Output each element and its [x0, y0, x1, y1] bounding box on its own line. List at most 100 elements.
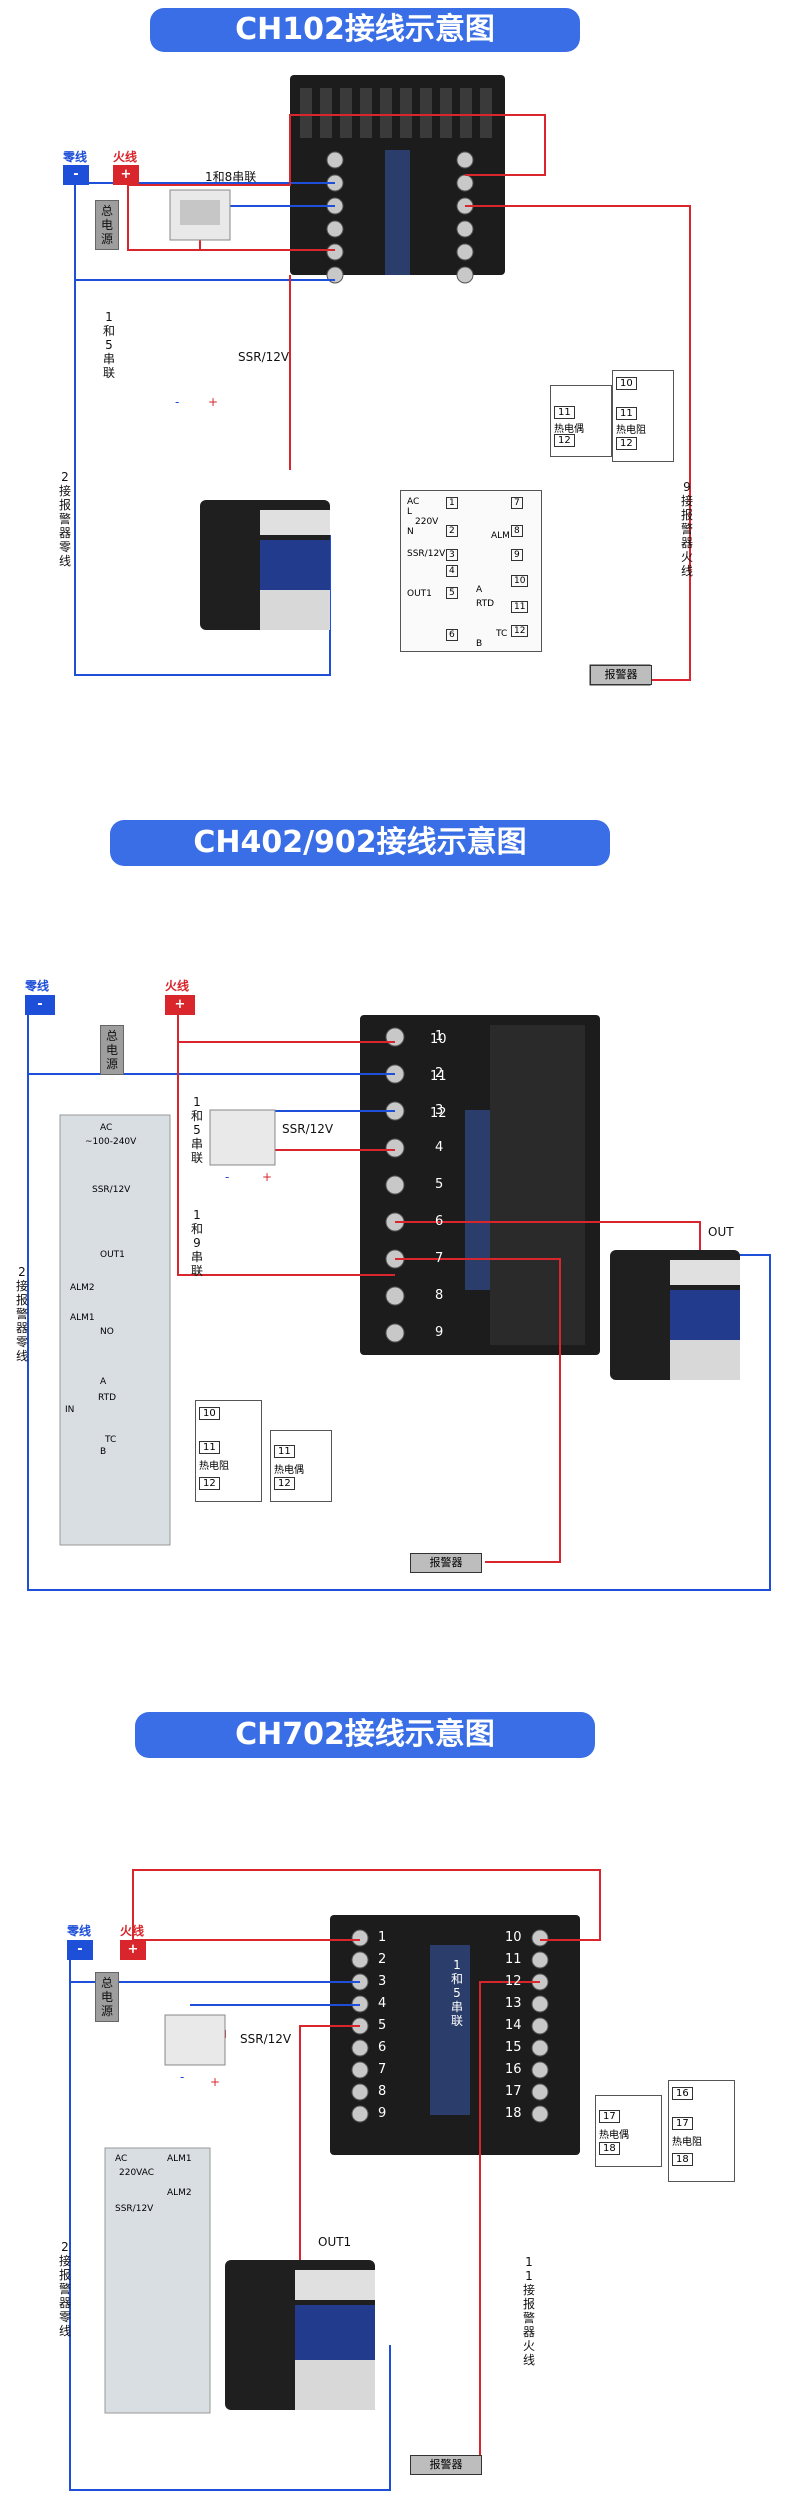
legend-out1: OUT1 [407, 589, 432, 599]
rtd-label: 热电阻 [672, 2137, 702, 2148]
legend-pin-4: 4 [446, 565, 458, 577]
legend-b: B [100, 1447, 107, 1457]
rtd-diagram: 10 11 热电阻 12 [195, 1400, 262, 1502]
legend-panel [59, 1114, 171, 1546]
rtd-pin-10: 10 [616, 377, 637, 390]
legend-pin-7: 7 [511, 497, 523, 509]
legend-voltage: ~100-240V [85, 1137, 137, 1147]
terminal-10: 10 [505, 1930, 522, 1945]
series-1-9-label: 1和9串联 [190, 1208, 203, 1278]
terminal-6: 6 [378, 2040, 387, 2055]
main-power-box: 总电源 [100, 1025, 124, 1075]
ssr-plus-label: + [208, 395, 219, 409]
legend-ac: AC [407, 497, 420, 507]
legend-pin-12: 12 [511, 625, 529, 637]
neutral-label: 零线 [63, 150, 88, 164]
rtd-diagram: 10 11 热电阻 12 [612, 370, 674, 462]
right-terminal-block [456, 151, 474, 284]
section-title: CH102接线示意图 [150, 8, 580, 52]
terminal-1: 1 [435, 1029, 444, 1044]
section-title: CH402/902接线示意图 [110, 820, 610, 866]
terminal-7: 7 [378, 2062, 387, 2077]
pinout-legend: AC ~100-240V SSR/12V OUT1 ALM2 ALM1 NO R… [60, 1115, 170, 1545]
legend-out1: OUT1 [100, 1250, 125, 1260]
legend-no: NO [100, 1327, 114, 1337]
thermocouple-diagram: 11 热电偶 12 [550, 385, 612, 457]
tc-pin-11: 11 [554, 406, 575, 419]
terminal-17: 17 [505, 2084, 522, 2099]
ssr-minus-label: - [225, 1170, 230, 1184]
legend-ssr: SSR/12V [92, 1185, 131, 1195]
legend-tc: TC [496, 629, 508, 639]
tc-label: 热电偶 [554, 424, 584, 435]
alarm-neutral-label: 2接报警器零线 [58, 470, 71, 568]
legend-pin-9: 9 [511, 549, 523, 561]
terminal-13: 13 [505, 1996, 522, 2011]
legend-alm1: ALM1 [167, 2154, 192, 2164]
terminal-8: 8 [435, 1288, 444, 1303]
legend-voltage: 220VAC [119, 2168, 155, 2178]
out-label: OUT1 [318, 2235, 352, 2249]
legend-220v: 220V [415, 517, 439, 527]
terminal-12: 12 [505, 1974, 522, 1989]
pinout-legend: AC 220VAC SSR/12V ALM1 ALM2 [105, 2148, 210, 2413]
live-terminal-tag: + [165, 995, 195, 1015]
terminal-4: 4 [435, 1140, 444, 1155]
live-terminal-tag: + [113, 165, 139, 185]
ssr-module [164, 2014, 226, 2066]
neutral-terminal-tag: - [63, 165, 89, 185]
neutral-label: 零线 [25, 979, 50, 993]
terminal-2: 2 [435, 1066, 444, 1081]
legend-rtd: RTD [98, 1393, 117, 1403]
terminal-8: 8 [378, 2084, 387, 2099]
legend-panel [104, 2147, 211, 2414]
legend-ssr: SSR/12V [407, 549, 446, 559]
legend-pin-2: 2 [446, 525, 458, 537]
legend-b: B [476, 639, 483, 649]
main-power-box: 总电源 [95, 200, 119, 250]
tc-pin-12: 12 [274, 1477, 295, 1490]
ssr-label: SSR/12V [238, 350, 290, 364]
ssr-module [209, 1109, 276, 1166]
ssr-minus-label: - [180, 2070, 185, 2084]
terminal-5: 5 [378, 2018, 387, 2033]
terminal-14: 14 [505, 2018, 522, 2033]
terminal-2: 2 [378, 1952, 387, 1967]
section-ch402-902: CH402/902接线示意图 零线 [0, 810, 790, 1660]
rtd-label: 热电阻 [199, 1461, 229, 1472]
neutral-label: 零线 [67, 1924, 92, 1938]
series-1-8-label: 1和8串联 [205, 170, 257, 184]
terminal-9: 9 [378, 2106, 387, 2121]
legend-pin-8: 8 [511, 525, 523, 537]
terminal-6: 6 [435, 1214, 444, 1229]
terminal-10: 10 [430, 1032, 447, 1047]
legend-alm1: ALM1 [70, 1313, 95, 1323]
ch702-wiring-diagram [69, 1869, 601, 2491]
ssr-plus-label: + [210, 2075, 221, 2089]
contactor [200, 500, 330, 630]
legend-a: A [476, 585, 483, 595]
left-terminal-screws [351, 1929, 369, 2123]
live-label: 火线 [165, 979, 190, 993]
section-ch702: CH702接线示意图 [0, 1700, 790, 2506]
contactor [225, 2260, 375, 2410]
legend-pin-1: 1 [446, 497, 458, 509]
terminal-3: 3 [435, 1103, 444, 1118]
thermocouple-diagram: 17 热电偶 18 [595, 2095, 662, 2167]
contactor [610, 1250, 740, 1380]
ssr-plus-label: + [262, 1170, 273, 1184]
rtd-pin-16: 16 [672, 2087, 693, 2100]
terminal-7: 7 [435, 1251, 444, 1266]
neutral-terminal-tag: - [67, 1940, 93, 1960]
rtd-pin-11: 11 [616, 407, 637, 420]
terminal-11: 11 [430, 1069, 447, 1084]
terminal-1: 1 [378, 1930, 387, 1945]
tc-pin-18: 18 [599, 2142, 620, 2155]
alarm-neutral-label: 2接报警器零线 [58, 2240, 71, 2338]
section-ch102: CH102接线示意图 [0, 0, 790, 780]
tc-label: 热电偶 [274, 1465, 304, 1476]
alarm-box: 报警器 [590, 665, 652, 685]
center-channel [465, 1110, 490, 1290]
legend-rtd: RTD [476, 599, 495, 609]
legend-tc: TC [105, 1435, 117, 1445]
